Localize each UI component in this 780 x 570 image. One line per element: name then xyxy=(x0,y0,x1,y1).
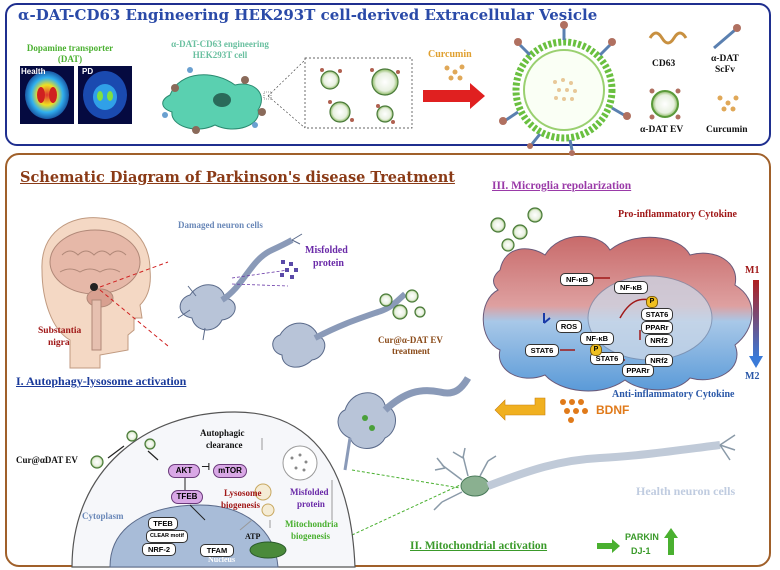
nucleus-label: Nucleus xyxy=(208,555,236,564)
curcumin-dots xyxy=(444,64,465,81)
cytoplasm-label: Cytoplasm xyxy=(82,511,124,521)
treatment-neuron xyxy=(272,291,407,368)
curcumin-legend-icon xyxy=(717,95,739,112)
cell-misfolded-line2: protein xyxy=(297,499,325,509)
bdnf-dots xyxy=(560,399,588,423)
nfkb-node-2: NF-κB xyxy=(614,281,648,294)
head-brain xyxy=(41,217,151,369)
scan-health-label: Health xyxy=(21,67,46,76)
damaged-neuron-label: Damaged neuron cells xyxy=(178,220,263,230)
section-autophagy: I. Autophagy-lysosome activation xyxy=(16,374,187,388)
lysosome-line1: Lysosome xyxy=(224,488,262,498)
substantia-line1: Substantia xyxy=(38,326,82,336)
pet-scan-pd xyxy=(78,66,132,124)
ros-node: ROS xyxy=(556,320,582,333)
pro-inflammatory-label: Pro-inflammatory Cytokine xyxy=(618,209,737,220)
autophagic-line1: Autophagic xyxy=(200,428,245,438)
dj1-label: DJ-1 xyxy=(631,546,651,556)
ppar-node-1: PPARr xyxy=(641,321,673,334)
hek293t-cell xyxy=(162,67,266,134)
treatment-evs xyxy=(379,289,426,320)
substantia-line2: nigra xyxy=(48,338,70,348)
m1-m2-gradient-bar xyxy=(753,280,759,358)
scfv-icon xyxy=(713,24,741,50)
tfeb-nucleus-node: TFEB xyxy=(148,517,178,530)
anti-inflammatory-label: Anti-inflammatory Cytokine xyxy=(612,389,735,400)
legend-ev: α-DAT EV xyxy=(640,125,684,135)
treatment-line1: Cur@α-DAT EV xyxy=(378,335,443,345)
stat6-node-3: STAT6 xyxy=(641,308,673,321)
section-mitochondrial: II. Mitochondrial activation xyxy=(410,540,548,552)
nrf2-node-2: NRf2 xyxy=(645,354,673,367)
bdnf-label: BDNF xyxy=(596,403,630,417)
bdnf-arrow xyxy=(494,397,546,421)
atp-label: ATP xyxy=(245,532,261,541)
ev-legend-icon xyxy=(649,88,681,120)
legend-scfv-line2: ScFv xyxy=(715,65,736,75)
mito-line2: biogenesis xyxy=(291,531,331,541)
misfolded-label-line2: protein xyxy=(313,258,344,269)
misfolded-protein-cluster xyxy=(280,260,298,279)
nfkb-node-1: NF-κB xyxy=(560,273,594,286)
nrf2-node-1: NRf2 xyxy=(645,334,673,347)
cell-label-line1: α-DAT-CD63 engineering xyxy=(171,39,269,49)
parkin-label: PARKIN xyxy=(625,532,659,542)
mito-line1: Mitochondria xyxy=(285,519,338,529)
legend-cd63: CD63 xyxy=(652,59,676,69)
microglia-evs xyxy=(490,207,543,252)
lysosome-line2: biogenesis xyxy=(221,500,261,510)
nrf2-node: NRF-2 xyxy=(142,543,176,556)
ppar-node-2: PPARr xyxy=(622,364,654,377)
scan-pd-label: PD xyxy=(82,67,94,76)
akt-node: AKT xyxy=(168,464,200,478)
tfam-node: TFAM xyxy=(200,544,234,557)
tfeb-node: TFEB xyxy=(171,490,203,504)
stat6-node-1: STAT6 xyxy=(525,344,559,357)
phospho-badge-1: P xyxy=(646,296,658,308)
m1-label: M1 xyxy=(745,265,760,276)
legend-scfv-line1: α-DAT xyxy=(711,54,739,64)
microglia-cell xyxy=(482,235,753,392)
dat-label-line2: (DAT) xyxy=(57,54,83,64)
cur-ev-label: Cur@αDAT EV xyxy=(16,455,78,465)
health-neuron-label: Health neuron cells xyxy=(636,484,736,498)
misfolded-label-line1: Misfolded xyxy=(305,245,348,256)
pet-scan-health xyxy=(20,66,74,124)
m2-label: M2 xyxy=(745,371,760,382)
legend-curcumin: Curcumin xyxy=(706,125,748,135)
clear-motif-node: CLEAR motif xyxy=(146,530,188,543)
bottom-title: Schematic Diagram of Parkinson's disease… xyxy=(20,169,455,186)
top-title: α-DAT-CD63 Engineering HEK293T cell-deri… xyxy=(18,6,598,24)
red-arrow xyxy=(423,83,485,109)
mtor-node: mTOR xyxy=(213,464,247,478)
treatment-line2: treatment xyxy=(392,346,430,356)
damaged-neuron xyxy=(177,233,303,341)
cell-label-line2: HEK293T cell xyxy=(192,50,248,60)
section-microglia: III. Microglia repolarization xyxy=(492,180,632,192)
ev-cluster xyxy=(320,68,399,123)
autophagic-line2: clearance xyxy=(206,440,243,450)
cell-misfolded-line1: Misfolded xyxy=(290,487,329,497)
phospho-badge-2: P xyxy=(590,344,602,356)
cd63-icon xyxy=(648,31,688,45)
central-neuron xyxy=(337,376,472,471)
large-ev xyxy=(499,21,631,156)
health-neuron xyxy=(433,434,736,511)
curcumin-arrow-label: Curcumin xyxy=(428,49,472,60)
dat-label-line1: Dopamine transporter xyxy=(26,43,114,53)
